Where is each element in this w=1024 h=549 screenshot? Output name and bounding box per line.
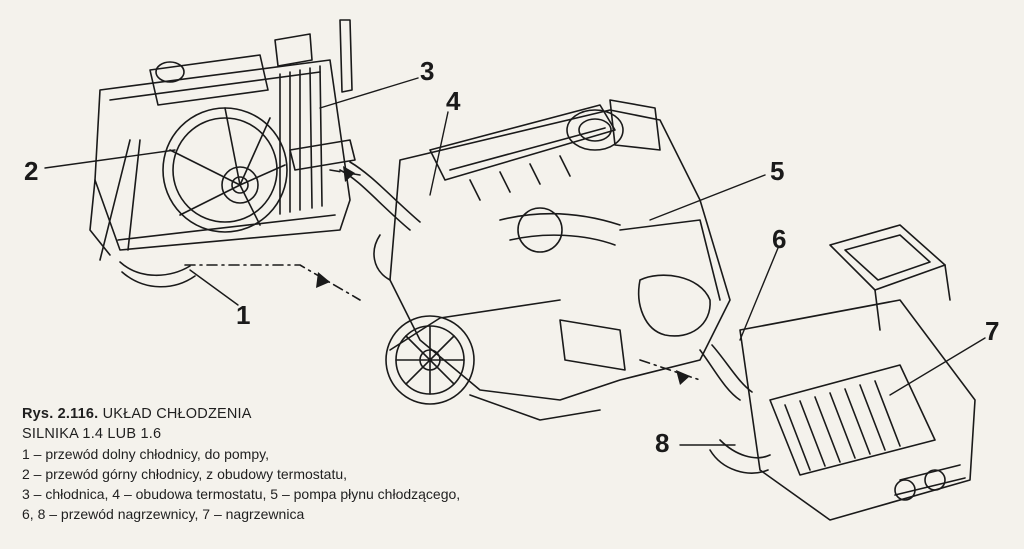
legend-item: 2 – przewód górny chłodnicy, z obudowy t… bbox=[22, 466, 348, 482]
figure-ref: Rys. 2.116. bbox=[22, 406, 99, 422]
legend-item: 1 – przewód dolny chłodnicy, do pompy, bbox=[22, 446, 269, 462]
leader-lines bbox=[44, 77, 986, 446]
callout-7: 7 bbox=[985, 316, 999, 346]
callout-6: 6 bbox=[772, 224, 786, 254]
heater-assembly bbox=[699, 224, 976, 521]
callout-4: 4 bbox=[446, 86, 461, 116]
legend-item: 6, 8 – przewód nagrzewnicy, 7 – nagrzewn… bbox=[22, 506, 305, 522]
caption-title: UKŁAD CHŁODZENIA bbox=[102, 406, 252, 422]
callout-1: 1 bbox=[236, 300, 250, 330]
callout-5: 5 bbox=[770, 156, 784, 186]
caption-title-line-2: SILNIKA 1.4 LUB 1.6 bbox=[22, 426, 162, 442]
radiator-assembly bbox=[89, 19, 356, 288]
callout-3: 3 bbox=[420, 56, 434, 86]
engine-block bbox=[339, 99, 731, 421]
callout-2: 2 bbox=[24, 156, 38, 186]
callout-8: 8 bbox=[655, 428, 669, 458]
legend-item: 3 – chłodnica, 4 – obudowa termostatu, 5… bbox=[22, 486, 461, 502]
figure-caption: Rys. 2.116. UKŁAD CHŁODZENIA SILNIKA 1.4… bbox=[22, 404, 642, 524]
caption-title-line-1: Rys. 2.116. UKŁAD CHŁODZENIA bbox=[22, 404, 642, 424]
